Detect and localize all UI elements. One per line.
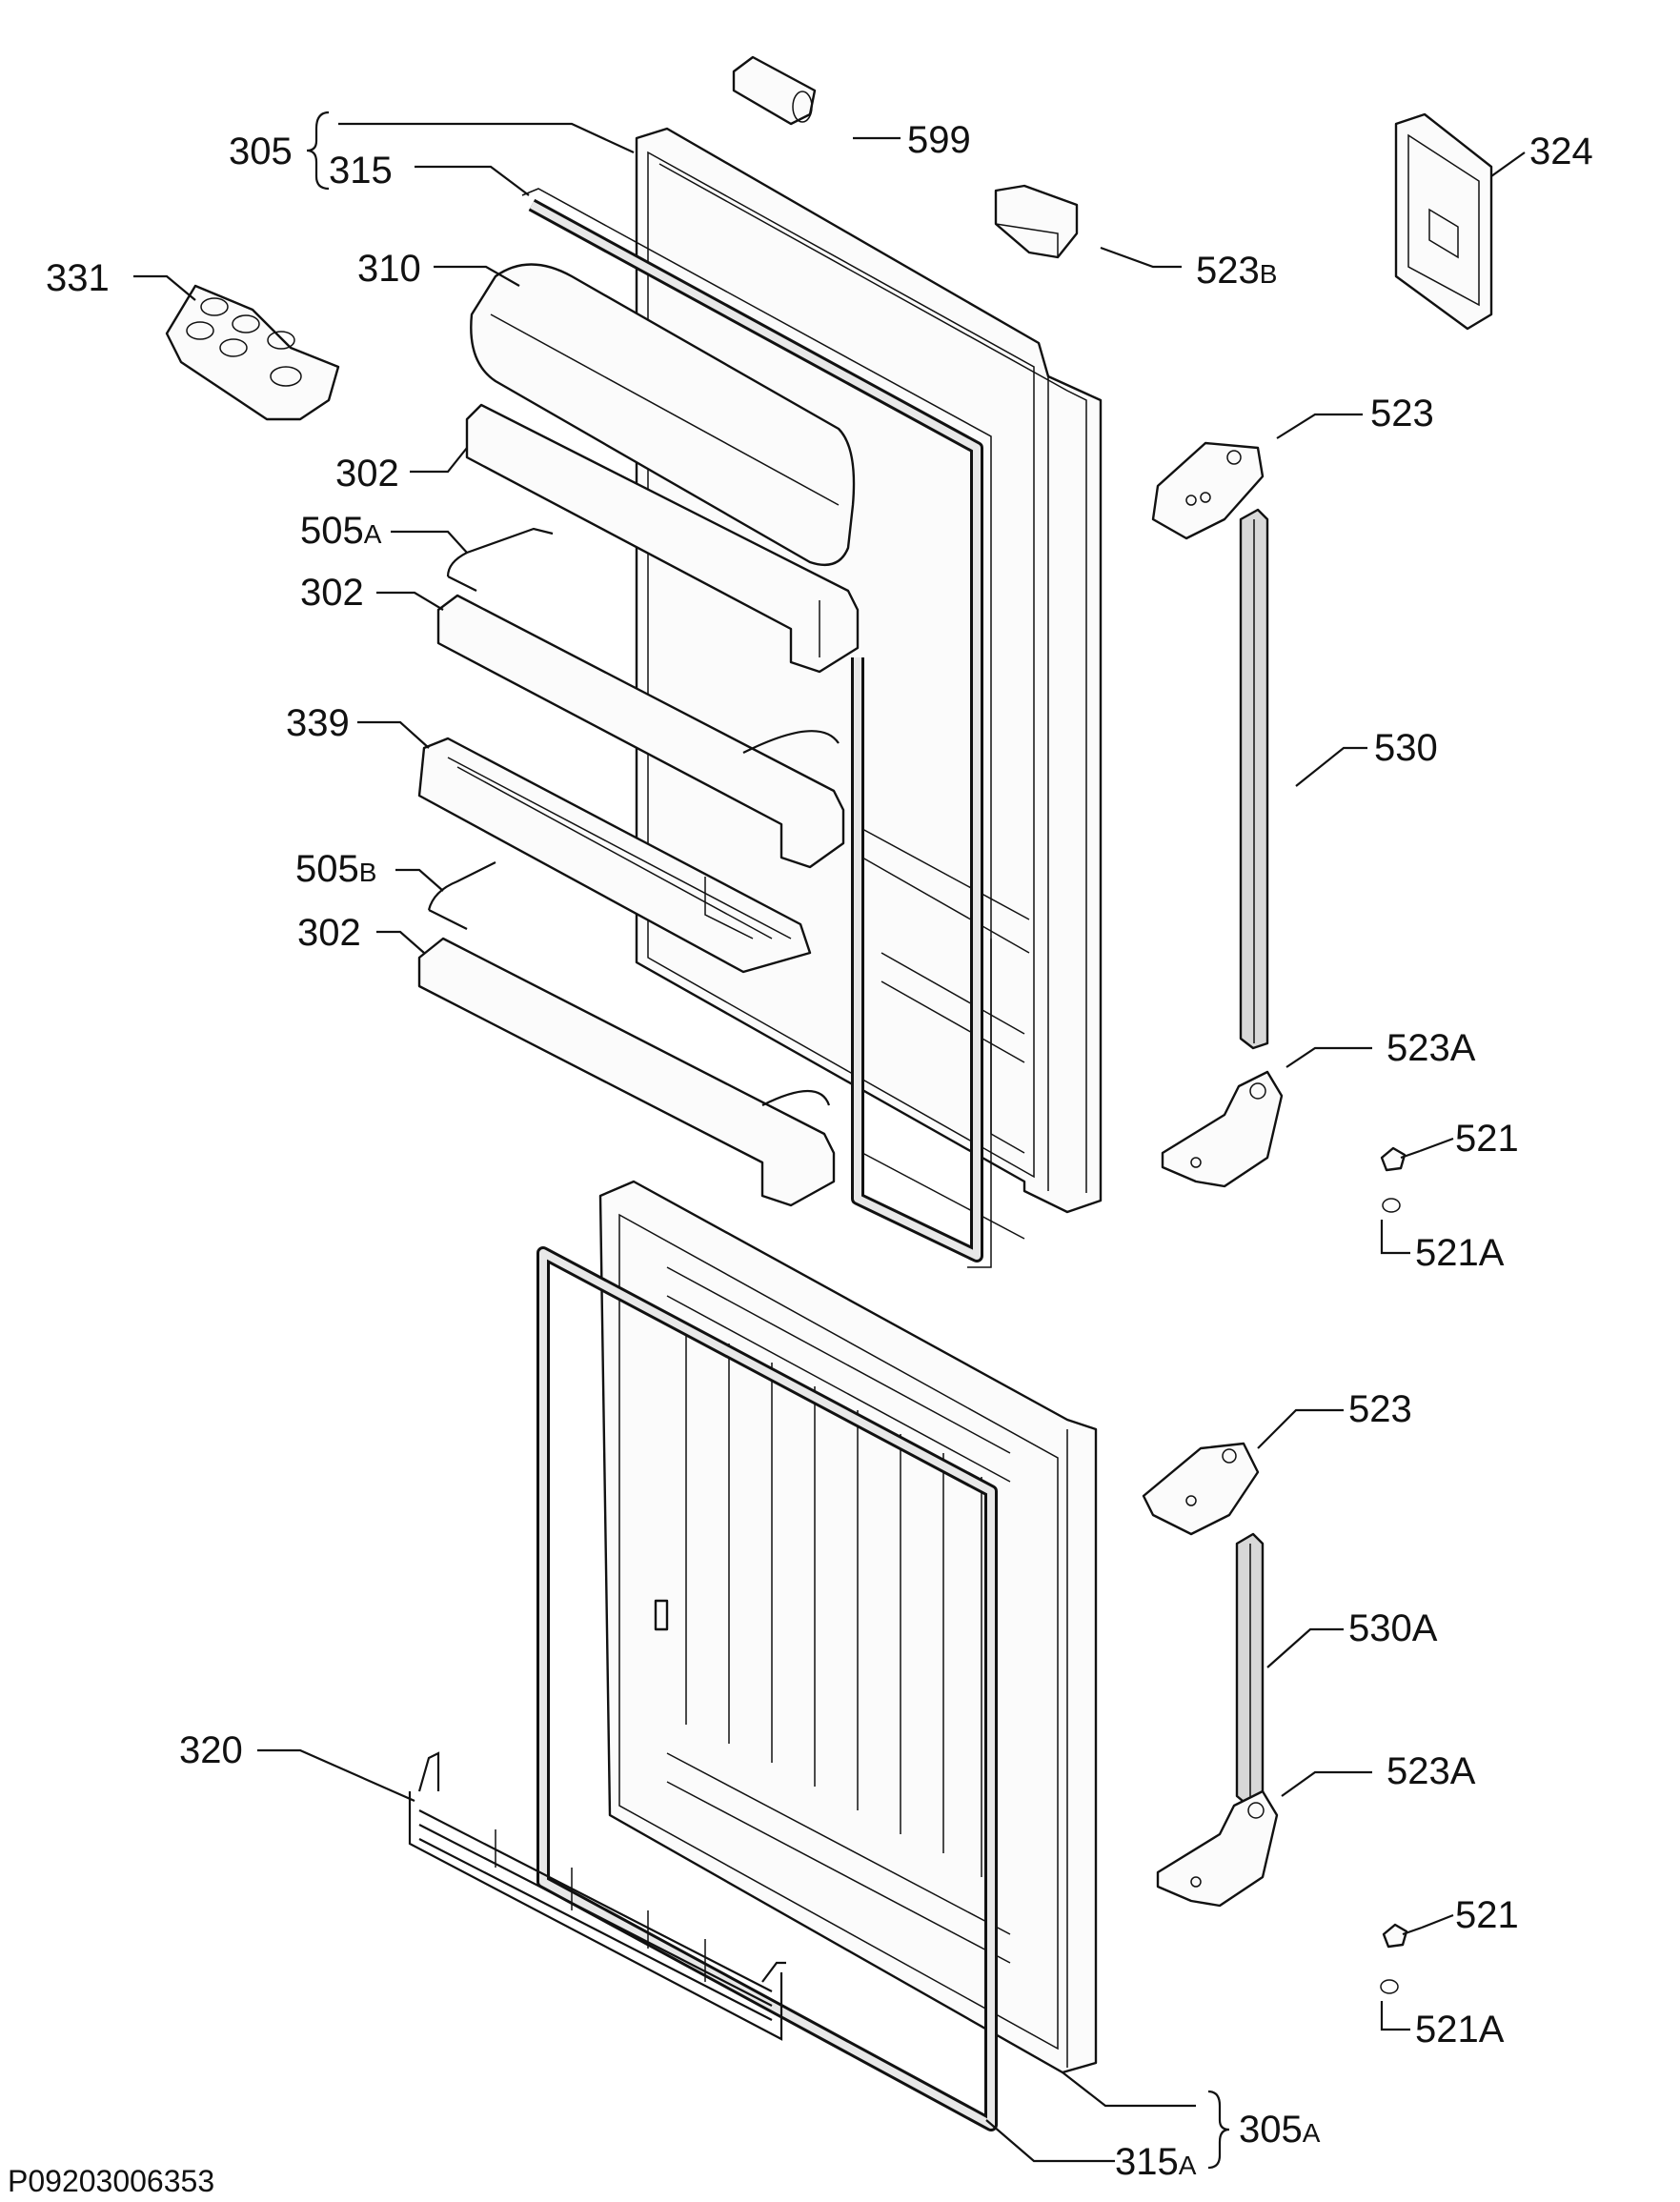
label-599: 599 (907, 119, 971, 161)
label-339: 339 (286, 702, 350, 744)
wire-basket-320 (408, 1751, 786, 2041)
washer-521a-lower (1380, 1979, 1399, 1994)
door-storage-339 (417, 737, 812, 974)
door-shelf-2 (436, 594, 845, 869)
part-labels: 305 315 331 310 302 505A 302 339 505B 30… (46, 119, 1593, 2183)
label-523b: 523B (1196, 250, 1277, 292)
egg-tray (165, 284, 340, 421)
label-530a: 530A (1348, 1607, 1438, 1649)
label-315: 315 (329, 150, 393, 192)
label-521-upper: 521 (1455, 1118, 1519, 1160)
label-523a-upper: 523A (1387, 1027, 1476, 1069)
bottle-retainer-bar-a (446, 527, 554, 592)
screw-521-upper (1380, 1146, 1421, 1172)
label-521a-upper: 521A (1415, 1232, 1505, 1274)
hinge-523-upper (1151, 441, 1265, 540)
label-505b: 505B (295, 848, 376, 890)
lower-door-panel (598, 1180, 1098, 2074)
upper-door-gasket (521, 188, 992, 1268)
label-305: 305 (229, 131, 293, 172)
label-521-lower: 521 (1455, 1894, 1519, 1936)
hinge-523a-lower (1156, 1789, 1279, 1908)
label-302-a: 302 (335, 453, 399, 495)
part-599 (732, 55, 817, 126)
label-523a-lower: 523A (1387, 1750, 1476, 1792)
door-rod-530 (1239, 508, 1269, 1050)
dairy-compartment-cover (470, 263, 856, 567)
label-523-lower: 523 (1348, 1388, 1412, 1430)
leader-lines (133, 111, 1526, 2170)
hinge-523a-upper (1161, 1070, 1284, 1188)
label-320: 320 (179, 1729, 243, 1771)
label-305a: 305A (1239, 2109, 1321, 2151)
washer-521a-upper (1382, 1198, 1401, 1213)
label-331: 331 (46, 257, 110, 299)
label-521a-lower: 521A (1415, 2009, 1505, 2050)
label-plate-324 (1394, 112, 1493, 331)
door-shelf-1 (465, 403, 860, 674)
label-530: 530 (1374, 727, 1438, 769)
screw-521-lower (1382, 1923, 1423, 1949)
bottle-retainer-bar-b (427, 861, 496, 930)
label-505a: 505A (300, 510, 382, 552)
hinge-cover-523b (994, 184, 1079, 259)
label-324: 324 (1529, 131, 1593, 172)
label-302-b: 302 (300, 572, 364, 614)
label-523-upper: 523 (1370, 393, 1434, 434)
hinge-523-lower (1142, 1442, 1260, 1536)
door-shelf-3 (417, 937, 836, 1207)
label-315a: 315A (1115, 2141, 1197, 2183)
label-302-c: 302 (297, 912, 361, 954)
door-rod-530a (1235, 1532, 1265, 1808)
document-code: P09203006353 (8, 2164, 214, 2198)
label-310: 310 (357, 248, 421, 290)
